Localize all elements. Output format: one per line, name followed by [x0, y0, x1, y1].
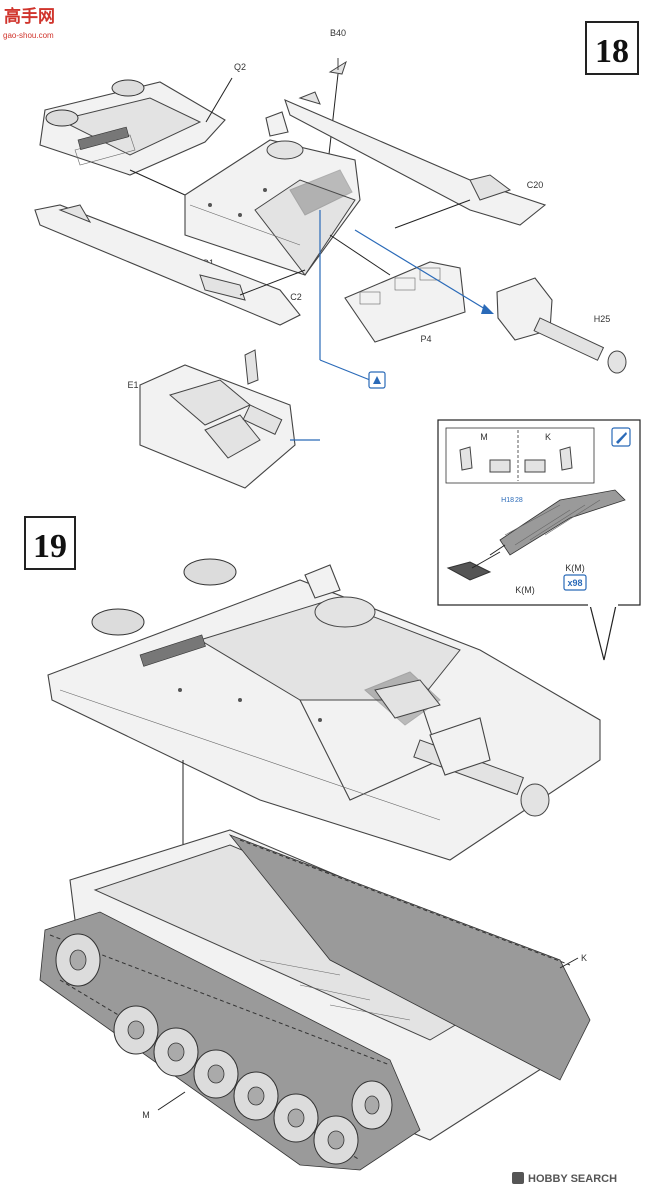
step-18-number: 18: [595, 33, 629, 70]
step-19-box: [24, 516, 76, 570]
part-q1: Q1: [184, 111, 361, 276]
quantity-badge: [563, 574, 587, 591]
label-b40: B40: [330, 28, 346, 38]
step-19-number: 19: [33, 528, 67, 565]
watermark-url: gao-shou.com: [3, 31, 54, 40]
part-h25: H25: [354, 229, 627, 374]
callout-h-ref: H1828: [501, 497, 523, 504]
hobby-search-logo-icon: [512, 1172, 524, 1184]
callout-label-km-lower: K(M): [515, 585, 535, 595]
watermark-top: 高手网 gao-shou.com: [3, 6, 55, 40]
label-m: M: [142, 1110, 150, 1120]
part-c20: C20: [284, 91, 547, 229]
callout-label-k: K: [545, 432, 551, 442]
part-e1: E1: [127, 349, 320, 489]
label-e1: E1: [127, 380, 138, 390]
lower-hull-assembly: K M: [39, 829, 591, 1171]
callout-label-km-upper: K(M): [565, 563, 585, 573]
watermark-title: 高手网: [4, 6, 55, 27]
part-p4: P4: [329, 234, 466, 344]
upper-hull-assembly: [47, 558, 601, 861]
callout-label-m: M: [480, 432, 488, 442]
part-q2: Q2: [39, 62, 246, 196]
label-c20: C20: [527, 180, 544, 190]
callout-quantity: x98: [567, 578, 582, 588]
step-18: 18: [585, 21, 639, 75]
label-c2: C2: [290, 292, 302, 302]
label-q2: Q2: [234, 62, 246, 72]
step-19: 19: [24, 516, 76, 570]
label-k: K: [581, 953, 587, 963]
label-h25: H25: [594, 314, 611, 324]
watermark-bottom: HOBBY SEARCH: [512, 1172, 617, 1185]
watermark-bottom-text: HOBBY SEARCH: [528, 1173, 617, 1185]
part-c2: C2: [34, 204, 306, 326]
step-18-box: [585, 21, 639, 75]
glue-guide: [319, 210, 386, 389]
track-callout: M K H1828 K(M) K(M) x98: [437, 419, 641, 661]
label-p4: P4: [420, 334, 431, 344]
